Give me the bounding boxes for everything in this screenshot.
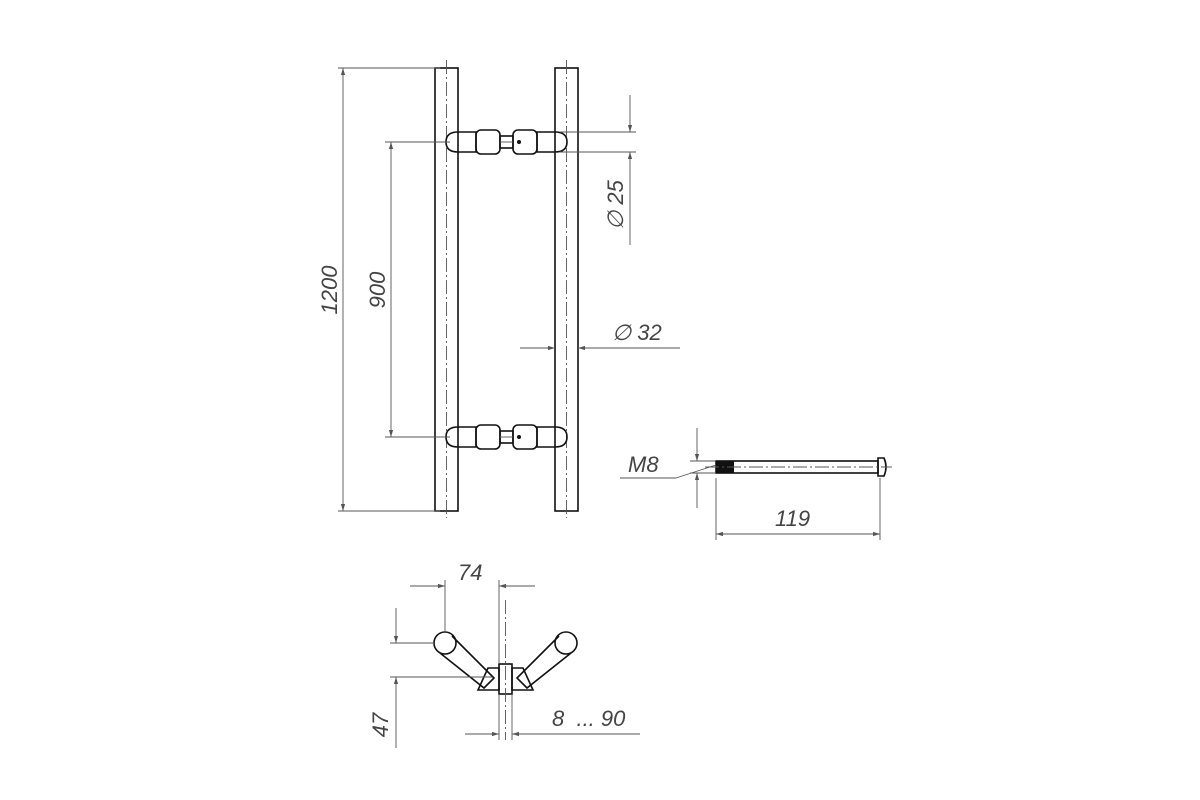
dim-dia-32: ∅ 32 <box>520 320 680 351</box>
dim-label-door-thickness: 8 ... 90 <box>552 706 626 731</box>
bottom-standoff <box>445 424 568 450</box>
front-view: 1200 900 ∅ 25 ∅ 32 <box>317 60 680 518</box>
dim-1200: 1200 <box>317 67 440 512</box>
dim-m8: M8 <box>620 428 717 508</box>
dim-74: 74 <box>410 560 535 664</box>
dim-label-900: 900 <box>365 271 390 308</box>
dim-label-47: 47 <box>368 712 393 737</box>
right-bar-section <box>554 631 578 655</box>
dim-900: 900 <box>365 141 450 438</box>
top-view: 74 47 8 ... 90 <box>368 560 640 748</box>
dim-label-1200: 1200 <box>317 265 342 315</box>
dim-119: 119 <box>715 478 881 540</box>
dim-47: 47 <box>368 608 492 748</box>
left-bar-section <box>433 631 457 655</box>
bolt-view: M8 119 <box>620 428 892 540</box>
top-standoff <box>445 129 568 155</box>
dim-label-dia-32: ∅ 32 <box>612 320 662 345</box>
dim-label-m8: M8 <box>628 452 659 477</box>
dim-label-119: 119 <box>775 506 810 531</box>
dim-door-thickness: 8 ... 90 <box>465 694 640 740</box>
dim-dia-25: ∅ 25 <box>560 95 636 245</box>
dim-label-dia-25: ∅ 25 <box>603 179 628 230</box>
bolt-thread <box>716 461 734 473</box>
dim-label-74: 74 <box>458 560 482 585</box>
